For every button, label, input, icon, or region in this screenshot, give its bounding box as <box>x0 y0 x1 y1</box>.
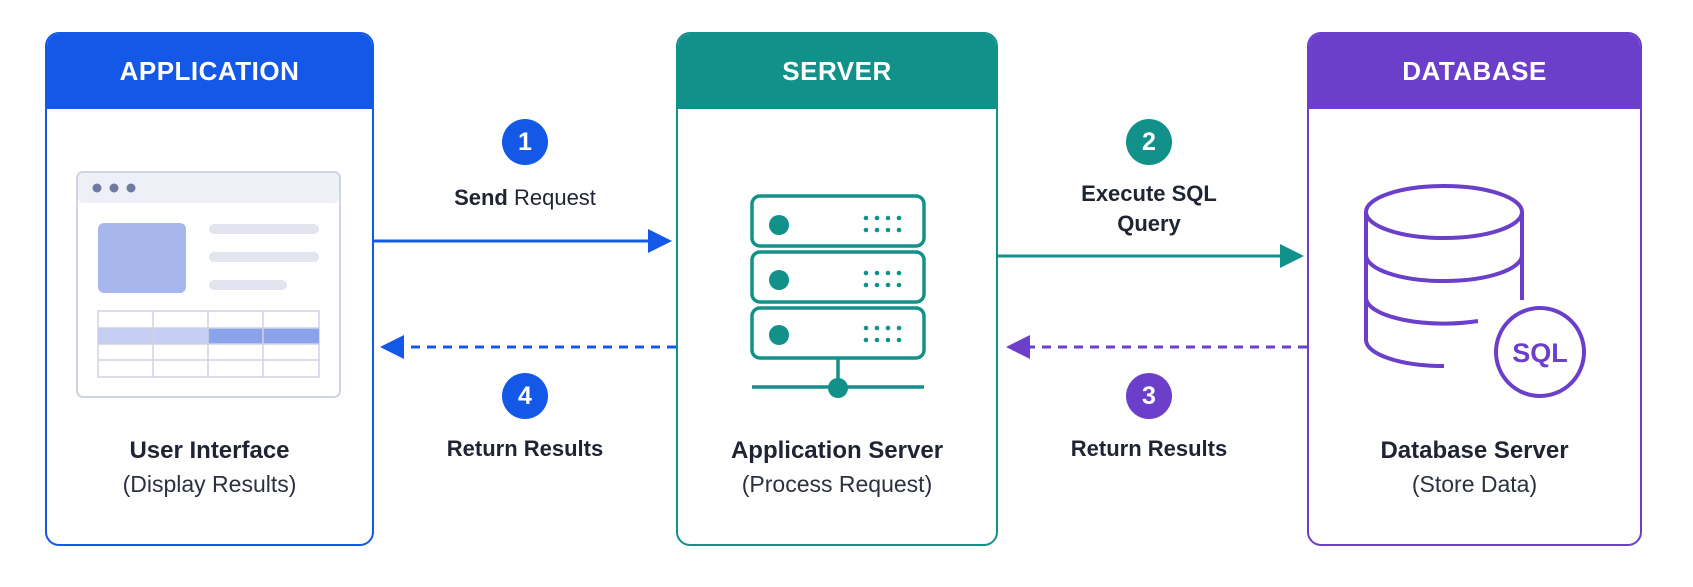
step-1-badge: 1 <box>502 119 548 165</box>
arrow-db-return-results <box>1006 335 1307 359</box>
step-1-label-bold: Send <box>454 185 508 210</box>
application-subtitle: (Display Results) <box>122 471 297 497</box>
step-4-label: Return Results <box>446 436 604 461</box>
server-subtitle: (Process Request) <box>741 471 933 497</box>
step-2-label: Execute SQL Query <box>1029 179 1269 239</box>
step-2-label-line2: Query <box>1117 211 1181 236</box>
application-header: APPLICATION <box>47 34 372 109</box>
step-3-label: Return Results <box>1070 436 1228 461</box>
step-4-badge: 4 <box>502 373 548 419</box>
arrow-execute-query <box>998 244 1304 268</box>
database-title: Database Server <box>1380 437 1569 464</box>
database-panel: DATABASE Database Server (Store Data) <box>1307 32 1642 546</box>
application-title: User Interface <box>129 437 290 464</box>
database-subtitle: (Store Data) <box>1411 471 1538 497</box>
step-1-label: Send Request <box>405 183 645 213</box>
database-header: DATABASE <box>1309 34 1640 109</box>
sql-badge-icon <box>1494 306 1586 398</box>
server-panel: SERVER Application Server (Process Reque… <box>676 32 998 546</box>
step-2-label-line1: Execute SQL <box>1081 181 1217 206</box>
step-2-badge: 2 <box>1126 119 1172 165</box>
database-cylinder-icon <box>1364 184 1524 368</box>
arrow-server-return-results <box>380 335 676 359</box>
browser-window-icon <box>76 171 341 398</box>
server-lights <box>769 215 902 398</box>
arrow-send-request <box>374 229 672 253</box>
server-title: Application Server <box>730 437 944 464</box>
step-1-label-rest: Request <box>507 185 596 210</box>
sql-badge-label: SQL <box>1512 338 1568 368</box>
step-3-badge: 3 <box>1126 373 1172 419</box>
server-header: SERVER <box>678 34 996 109</box>
